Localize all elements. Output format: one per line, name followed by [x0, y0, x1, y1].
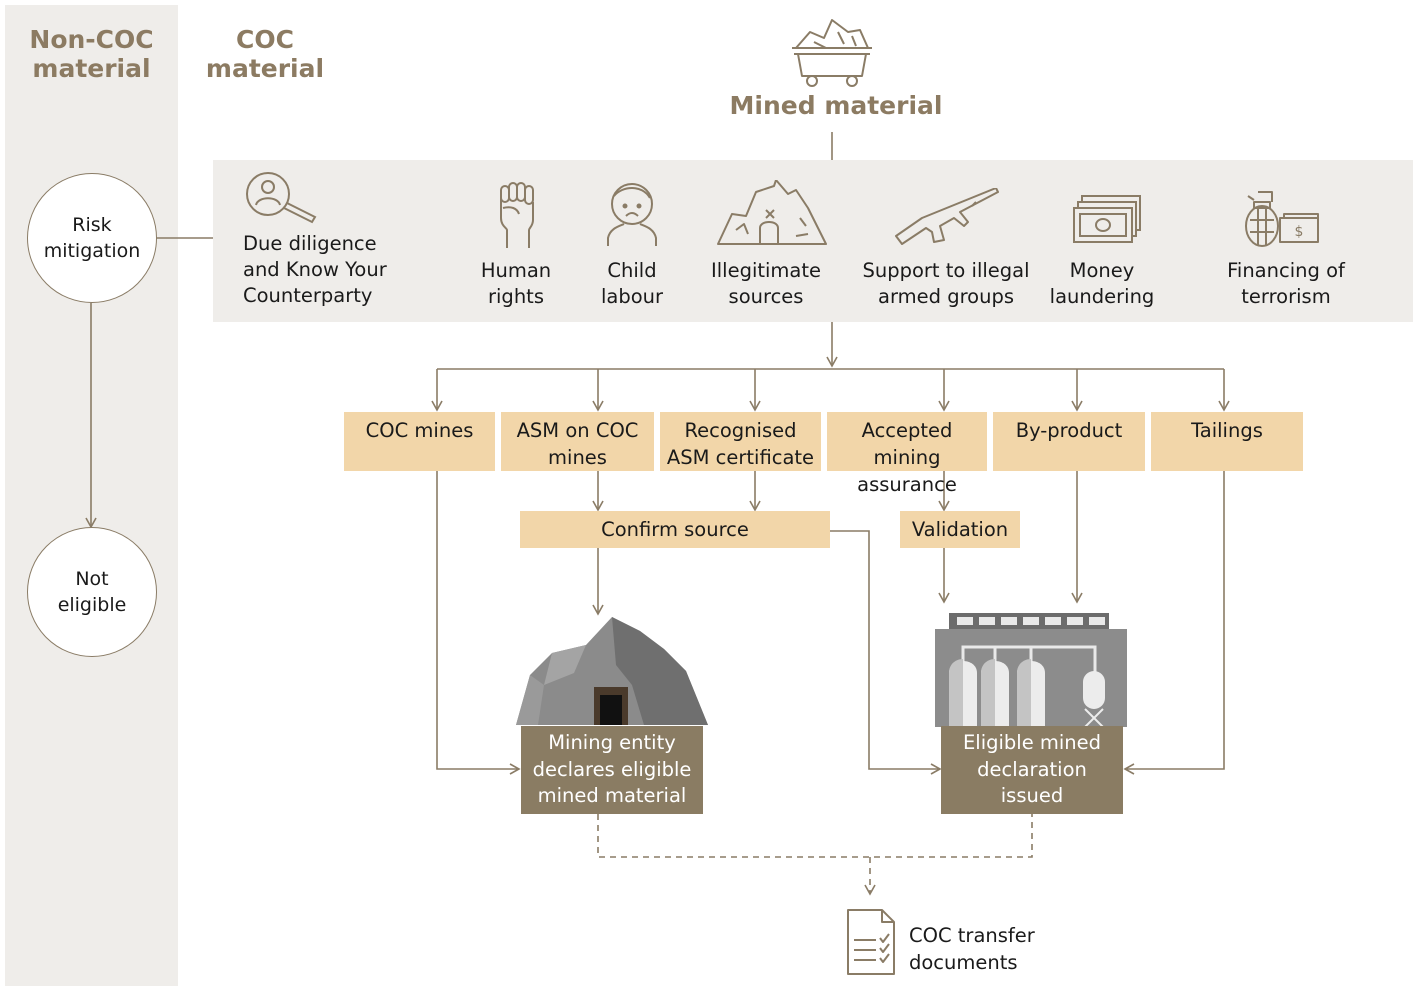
risk-label-human-rights: Human rights [480, 259, 552, 308]
non-coc-title: Non-COC material [29, 25, 154, 83]
not-eligible-node: Not eligible [27, 527, 157, 657]
banknotes-icon [1072, 194, 1142, 246]
source-recognised-asm: Recognised ASM certificate [660, 412, 821, 471]
risk-band [213, 160, 1413, 322]
coc-transfer-documents-label: COC transfer documents [909, 924, 1035, 974]
child-icon [604, 178, 660, 248]
not-eligible-label: Not eligible [57, 568, 127, 616]
risk-label-child-labour: Child labour [600, 259, 664, 308]
svg-text:$: $ [1295, 224, 1304, 240]
risk-label-money-laundering: Money laundering [1049, 259, 1155, 308]
broken-mine-icon [716, 180, 828, 246]
raised-fist-icon [497, 180, 537, 250]
source-by-product: By-product [993, 412, 1145, 471]
risk-label-illegitimate-sources: Illegitimate sources [710, 259, 822, 308]
processing-plant-illustration [935, 613, 1127, 727]
mining-entity-declaration-box: Mining entity declares eligible mined ma… [521, 726, 703, 814]
risk-mitigation-label: Risk mitigation [43, 214, 141, 262]
confirm-source-box: Confirm source [520, 511, 830, 548]
validation-box: Validation [900, 511, 1020, 548]
transfer-document-icon [846, 908, 898, 976]
grenade-dollar-icon: $ [1244, 190, 1320, 248]
risk-label-due-diligence: Due diligence and Know Your Counterparty [243, 232, 387, 307]
person-search-icon [244, 172, 318, 224]
risk-mitigation-node: Risk mitigation [27, 173, 157, 303]
coc-title: COC material [205, 25, 325, 83]
mine-cart-icon [790, 18, 874, 90]
mine-entrance-illustration [514, 615, 710, 727]
rifle-icon [894, 188, 1006, 246]
mined-material-label: Mined material [729, 91, 943, 120]
source-accepted-mining-assurance: Accepted mining assurance [827, 412, 987, 496]
risk-label-terrorism: Financing of terrorism [1227, 259, 1345, 308]
eligible-declaration-issued-box: Eligible mined declaration issued [941, 726, 1123, 814]
source-coc-mines: COC mines [344, 412, 495, 471]
source-tailings: Tailings [1151, 412, 1303, 471]
risk-label-armed-groups: Support to illegal armed groups [862, 259, 1030, 308]
source-asm-on-coc-mines: ASM on COC mines [501, 412, 654, 471]
